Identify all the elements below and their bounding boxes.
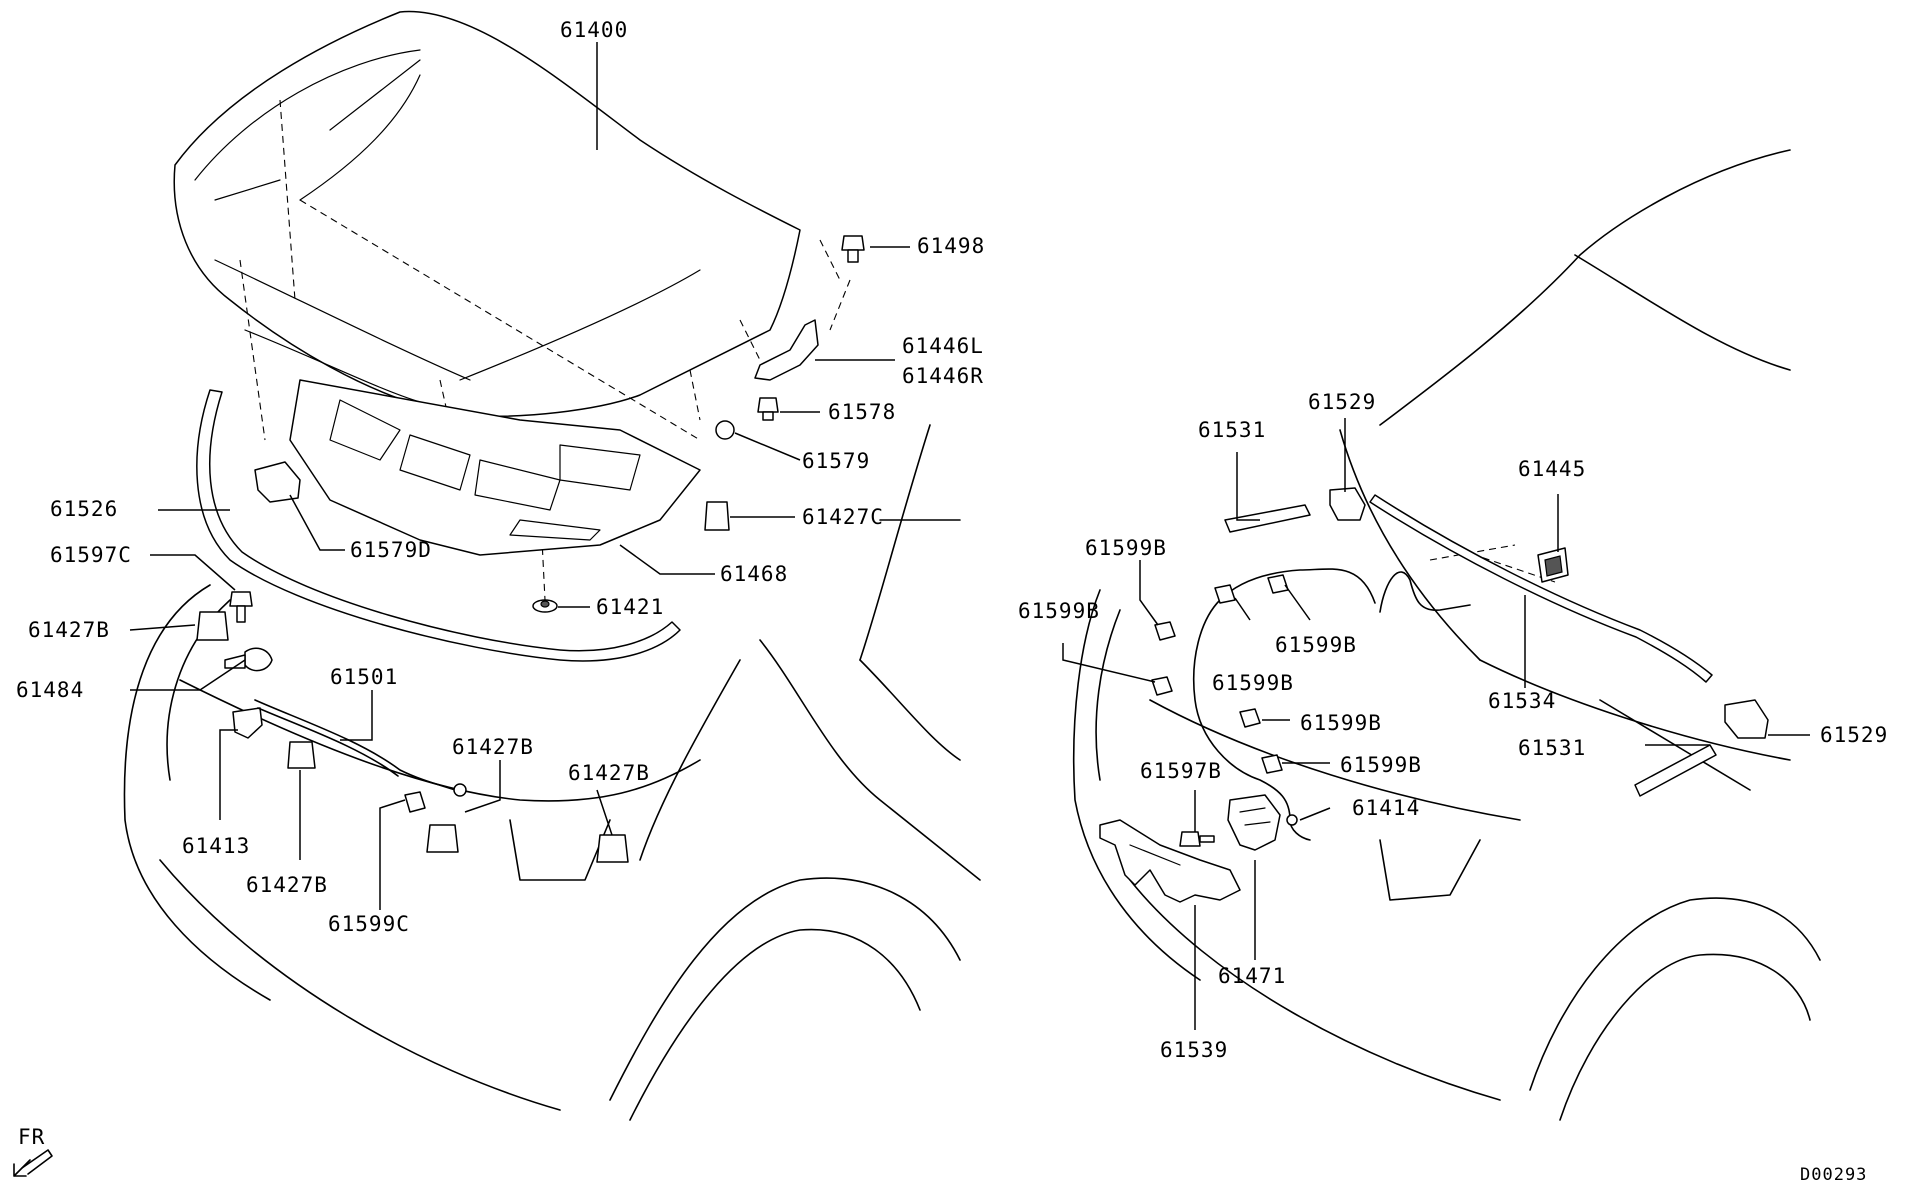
bolt-61597B: [1179, 831, 1215, 847]
label-61529-a: 61529: [1308, 390, 1376, 414]
part-labels: 61400 61498 61446L 61446R 61578 61579 61…: [16, 18, 1888, 1062]
label-61599B-e: 61599B: [1300, 711, 1382, 735]
label-61446R: 61446R: [902, 364, 984, 388]
label-61471: 61471: [1218, 964, 1286, 988]
label-61501: 61501: [330, 665, 398, 689]
bumper-61427C: [704, 501, 730, 531]
plug-61579: [715, 420, 735, 440]
label-61427B-d: 61427B: [246, 873, 328, 897]
orientation-label: FR: [18, 1125, 45, 1149]
label-61468: 61468: [720, 562, 788, 586]
label-61445: 61445: [1518, 457, 1586, 481]
clips-61599B: [1151, 574, 1289, 774]
cover-61579D: [254, 461, 301, 503]
bumper-61427B-center: [287, 741, 316, 769]
label-61578: 61578: [828, 400, 896, 424]
hinge-61446: [754, 319, 819, 381]
bumper-61427B-left: [196, 611, 229, 641]
front-direction-arrow-icon: [13, 1149, 53, 1177]
label-61539: 61539: [1160, 1038, 1228, 1062]
label-61446L: 61446L: [902, 334, 984, 358]
label-61498: 61498: [917, 234, 985, 258]
label-61599C: 61599C: [328, 912, 410, 936]
grommet-61578: [757, 397, 779, 421]
weatherstrip-61534: [1369, 494, 1713, 683]
label-61579D: 61579D: [350, 538, 432, 562]
label-61427B-b: 61427B: [452, 735, 534, 759]
bumper-61427B-right1: [426, 824, 459, 853]
label-61526: 61526: [50, 497, 118, 521]
label-61599B-b: 61599B: [1018, 599, 1100, 623]
label-61599B-a: 61599B: [1085, 536, 1167, 560]
latch-support-61539: [1099, 819, 1241, 903]
hood-insulator-61468: [289, 379, 701, 556]
label-61599B-c: 61599B: [1275, 633, 1357, 657]
bolt-61597C: [229, 591, 253, 623]
label-61531-a: 61531: [1198, 418, 1266, 442]
label-61529-b: 61529: [1820, 723, 1888, 747]
label-61599B-d: 61599B: [1212, 671, 1294, 695]
rod-holder-61413: [232, 707, 263, 739]
label-61421: 61421: [596, 595, 664, 619]
label-61534: 61534: [1488, 689, 1556, 713]
support-rod-61501: [254, 699, 467, 797]
right-view-vehicle-outline: [1072, 149, 1821, 1121]
bumper-61427B-right2: [596, 834, 629, 863]
clip-61599C: [404, 791, 426, 813]
right-leader-lines: [1062, 418, 1810, 1030]
hood-panel: [173, 10, 801, 418]
seal-61531-lower: [1634, 744, 1717, 797]
label-61531-b: 61531: [1518, 736, 1586, 760]
label-61597B: 61597B: [1140, 759, 1222, 783]
label-61400: 61400: [560, 18, 628, 42]
label-61427C: 61427C: [802, 505, 884, 529]
hood-seal-61526: [196, 389, 681, 662]
diagram-code: D00293: [1800, 1165, 1867, 1185]
plug-61421: [532, 599, 558, 613]
label-61414: 61414: [1352, 796, 1420, 820]
cover-61529-upper: [1329, 487, 1366, 521]
release-cable-61414: [1192, 568, 1471, 841]
label-61597C: 61597C: [50, 543, 132, 567]
seal-61531-upper: [1224, 504, 1311, 533]
left-view-vehicle-outline: [123, 424, 981, 1121]
bracket-61484: [224, 647, 273, 672]
label-61427B-c: 61427B: [568, 761, 650, 785]
label-61599B-f: 61599B: [1340, 753, 1422, 777]
left-leader-lines: [129, 42, 910, 910]
cover-61529-lower: [1724, 699, 1769, 739]
handle-61445: [1537, 547, 1569, 583]
orientation-indicator: FR: [13, 1125, 53, 1177]
bolt-61498: [841, 235, 865, 263]
label-61484: 61484: [16, 678, 84, 702]
latch-61471: [1227, 794, 1281, 851]
label-61427B-a: 61427B: [28, 618, 110, 642]
label-61579: 61579: [802, 449, 870, 473]
label-61413: 61413: [182, 834, 250, 858]
